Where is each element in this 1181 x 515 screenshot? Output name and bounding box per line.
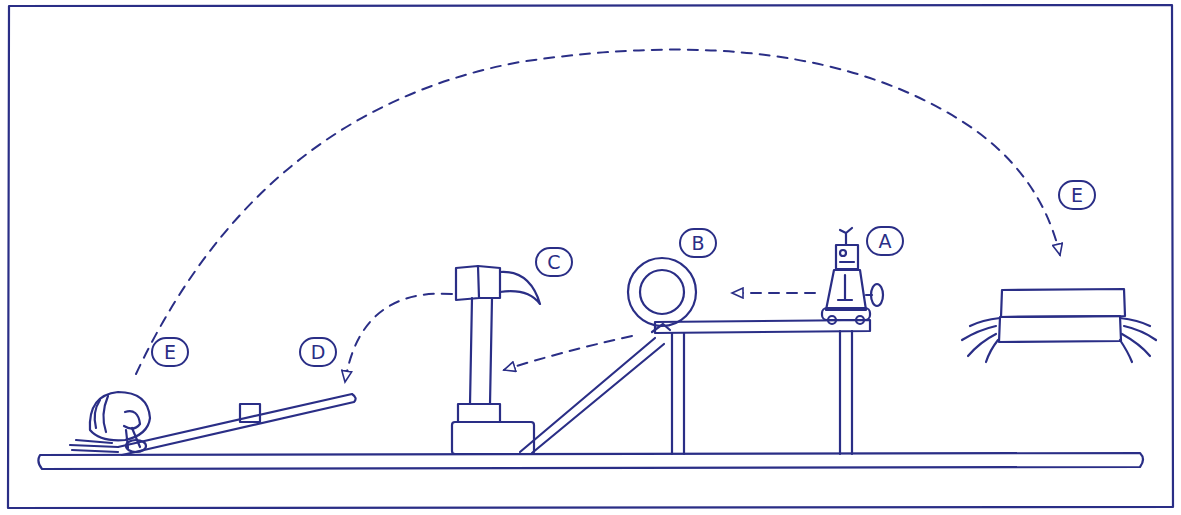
wheel-and-ramp [520, 258, 696, 453]
long-table [38, 453, 1143, 469]
hands-with-box [962, 289, 1156, 362]
seesaw-figure [70, 392, 150, 452]
hammer-machine [452, 266, 540, 454]
sketch-frame [8, 5, 1173, 508]
small-table [655, 320, 870, 454]
callout-letter: A [866, 226, 904, 256]
callout-letter: B [679, 228, 717, 258]
callout-letter: E [151, 337, 189, 367]
callout-letter: D [299, 337, 337, 367]
callout-letter: E [1058, 180, 1096, 210]
seesaw [118, 394, 356, 455]
callout-letter: C [535, 247, 573, 277]
motion-paths [136, 50, 1060, 382]
